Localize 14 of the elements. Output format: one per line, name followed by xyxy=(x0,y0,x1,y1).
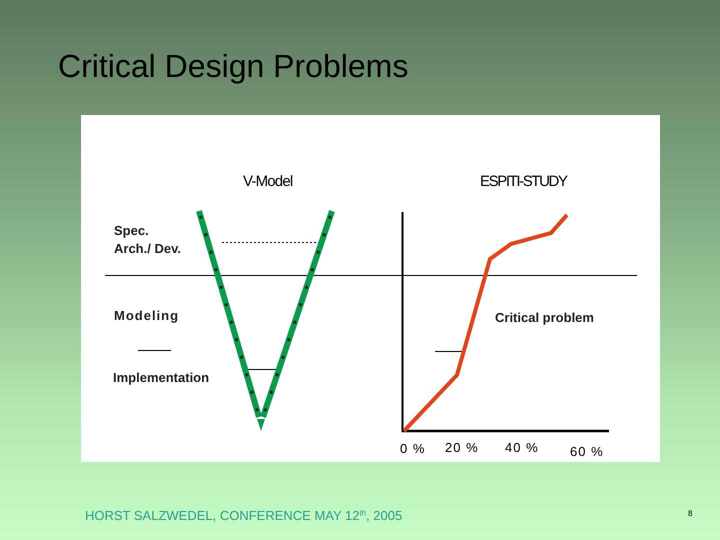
footer-text: HORST SALZWEDEL, CONFERENCE MAY 12$^{th}$, 2005 xyxy=(85,509,402,522)
axis-tick-label: 60 % xyxy=(570,445,604,458)
phase-label: Implementation xyxy=(113,371,210,384)
chart-heading: V-Model xyxy=(243,174,292,189)
axis-tick-label: 0 % xyxy=(400,442,426,455)
page-number: 8 xyxy=(688,510,692,518)
phase-label: Modeling xyxy=(114,309,180,322)
axis-tick-label: 20 % xyxy=(445,441,479,454)
axis-tick-label: 40 % xyxy=(505,441,539,454)
slide-title: Critical Design Problems xyxy=(58,50,408,82)
chart-heading: ESPITI-STUDY xyxy=(480,174,567,189)
curve-label: Critical problem xyxy=(495,311,594,324)
phase-label: Spec. xyxy=(114,224,149,237)
phase-label: Arch./ Dev. xyxy=(114,242,181,255)
